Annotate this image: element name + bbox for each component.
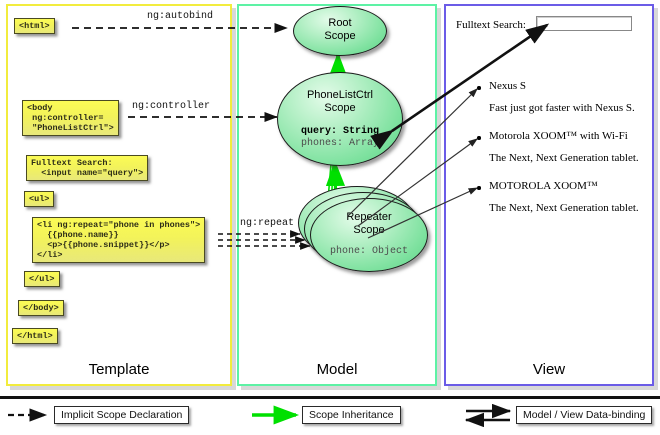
code-box-search: Fulltext Search: <input name="query"> <box>26 155 149 181</box>
view-item-snippet-0: Fast just got faster with Nexus S. <box>489 102 635 114</box>
code-box-ul-open: <ul> <box>24 191 55 207</box>
panel-label-model: Model <box>316 361 358 378</box>
scope-phonelistctrl: PhoneListCtrl Scope query: String phones… <box>277 72 403 166</box>
panel-label-view: View <box>532 361 566 378</box>
connector-label-ng-autobind: ng:autobind <box>147 11 214 22</box>
scope-repeater-member-phone: phone: Object <box>329 246 408 257</box>
scope-phonelistctrl-title-1: PhoneListCtrl <box>306 89 374 101</box>
view-item-name-1: Motorola XOOM™ with Wi-Fi <box>489 130 628 142</box>
view-bullet-1 <box>477 136 481 140</box>
panel-view: View <box>444 4 654 386</box>
legend-divider <box>0 396 660 399</box>
view-bullet-0 <box>477 86 481 90</box>
connector-label-ng-repeat: ng:repeat <box>240 218 295 229</box>
view-bullet-2 <box>477 186 481 190</box>
code-box-ul-close: </ul> <box>24 271 60 287</box>
scope-root-title-1: Root <box>328 17 352 29</box>
scope-repeater-title-2: Scope <box>353 224 385 236</box>
view-item-snippet-1: The Next, Next Generation tablet. <box>489 152 639 164</box>
scope-root: Root Scope <box>293 6 387 56</box>
view-item-name-2: MOTOROLA XOOM™ <box>489 180 598 192</box>
scope-phonelistctrl-member-query: query: String <box>300 126 379 137</box>
panel-label-template: Template <box>88 361 150 378</box>
code-box-body-open: <body ng:controller= "PhoneListCtrl"> <box>22 100 119 136</box>
view-item-name-0: Nexus S <box>489 80 526 92</box>
code-box-html-open: <html> <box>14 18 55 34</box>
scope-root-title-2: Scope <box>324 30 356 42</box>
panel-template: Template <box>6 4 232 386</box>
legend-label-implicit-scope-declaration: Implicit Scope Declaration <box>54 406 190 424</box>
connector-label-ng-controller: ng:controller <box>132 101 211 112</box>
view-item-snippet-2: The Next, Next Generation tablet. <box>489 202 639 214</box>
scope-repeater: Repeater Scope phone: Object <box>310 198 428 272</box>
scope-phonelistctrl-title-2: Scope <box>324 102 356 114</box>
legend-label-scope-inheritance: Scope Inheritance <box>302 406 401 424</box>
view-search-label: Fulltext Search: <box>456 19 526 31</box>
legend-label-model-view-data-binding: Model / View Data-binding <box>516 406 653 424</box>
view-search-input[interactable] <box>536 16 632 31</box>
code-box-html-close: </html> <box>12 328 58 344</box>
scope-phonelistctrl-member-phones: phones: Array <box>300 138 379 149</box>
scope-repeater-title-1: Repeater <box>346 211 392 223</box>
legend-arrows <box>8 403 512 428</box>
code-box-body-close: </body> <box>18 300 64 316</box>
code-box-li-repeat: <li ng:repeat="phone in phones"> {{phone… <box>32 217 206 263</box>
